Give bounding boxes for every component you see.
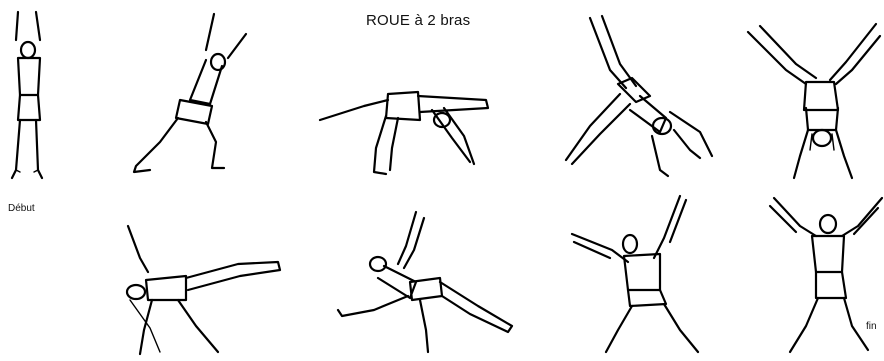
- one-hand-support-leg-raised-figure: [127, 226, 280, 354]
- standing-arms-up-figure: [12, 12, 42, 178]
- handstand-straddle-figure: [748, 24, 880, 178]
- star-standing-figure: [770, 198, 882, 352]
- lunge-arms-up-figure: [572, 196, 698, 352]
- cartwheel-inverted-figure: [566, 16, 712, 176]
- side-landing-figure: [338, 212, 512, 352]
- hands-down-leg-raised-figure: [320, 92, 488, 174]
- lunge-reaching-figure: [134, 14, 246, 172]
